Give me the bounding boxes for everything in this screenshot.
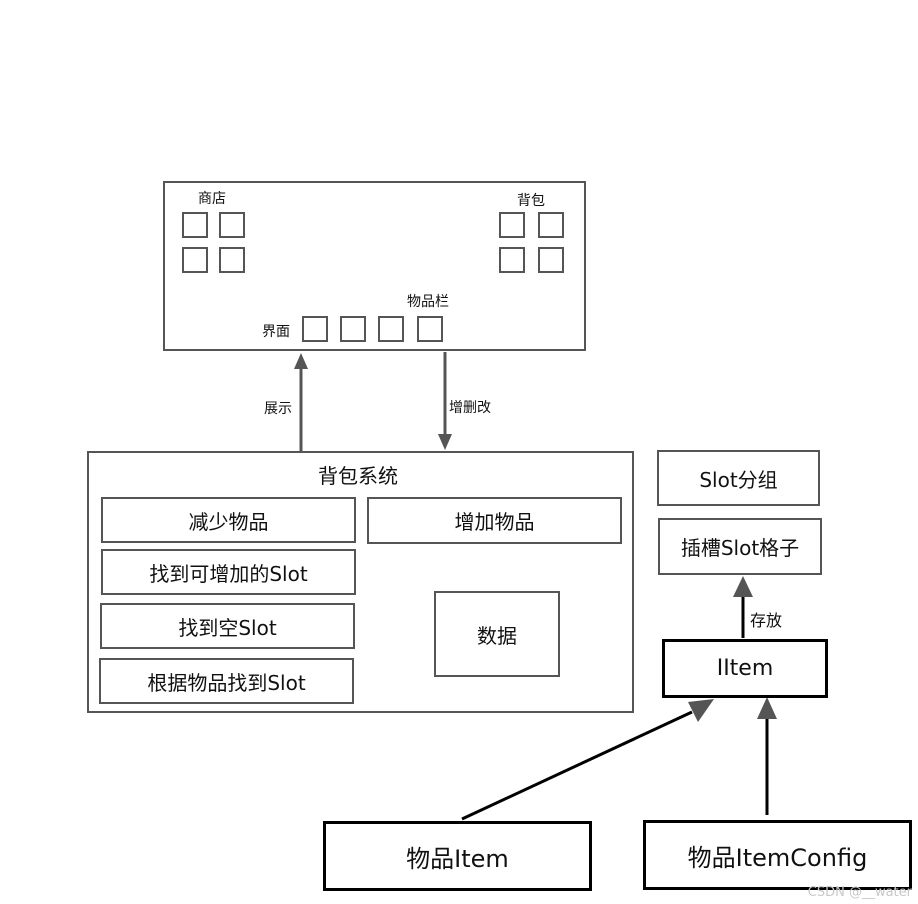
item-config-class: 物品ItemConfig — [643, 820, 912, 890]
config-to-iitem-head — [757, 697, 777, 719]
bag-slot — [538, 212, 564, 238]
method-find-slot-by-item: 根据物品找到Slot — [99, 658, 354, 704]
bag-slot — [538, 247, 564, 273]
slot-group-label: Slot分组 — [699, 467, 778, 492]
ui-label: 界面 — [262, 324, 290, 340]
bag-system-title: 背包系统 — [318, 464, 398, 488]
item-to-iitem-head — [688, 699, 714, 722]
shop-slot — [182, 247, 208, 273]
method-reduce-item: 减少物品 — [101, 497, 356, 543]
store-label: 存放 — [750, 611, 783, 630]
method-label: 找到空Slot — [178, 615, 277, 640]
display-label: 展示 — [264, 401, 292, 417]
method-label: 根据物品找到Slot — [147, 670, 306, 695]
shop-slot — [182, 212, 208, 238]
method-find-empty-slot: 找到空Slot — [100, 603, 355, 649]
shop-slot — [219, 247, 245, 273]
shop-slot — [219, 212, 245, 238]
method-label: 找到可增加的Slot — [149, 561, 308, 586]
method-find-addable-slot: 找到可增加的Slot — [101, 549, 356, 595]
crud-label: 增删改 — [449, 400, 491, 416]
method-label: 增加物品 — [454, 510, 535, 534]
itembar-slot — [378, 316, 404, 342]
crud-arrow-head — [438, 434, 452, 450]
item-label: 物品Item — [406, 844, 509, 873]
data-label: 数据 — [477, 623, 517, 648]
display-arrow-head — [294, 353, 308, 369]
slot-group: Slot分组 — [657, 450, 820, 506]
item-to-iitem-line — [461, 710, 693, 821]
store-arrow-head — [733, 576, 753, 597]
shop-label: 商店 — [198, 191, 226, 207]
itembar-slot — [302, 316, 328, 342]
bag-slot — [499, 247, 525, 273]
method-label: 减少物品 — [188, 509, 269, 534]
watermark: CSDN @__water — [807, 885, 912, 900]
slot-cell: 插槽Slot格子 — [658, 518, 822, 575]
iitem-label: IItem — [716, 656, 774, 681]
item-config-label: 物品ItemConfig — [687, 843, 868, 872]
bag-label: 背包 — [517, 193, 545, 209]
item-class: 物品Item — [323, 821, 592, 891]
itembar-slot — [340, 316, 366, 342]
method-add-item: 增加物品 — [367, 497, 622, 544]
itembar-slot — [417, 316, 443, 342]
itembar-label: 物品栏 — [407, 294, 449, 310]
iitem-interface: IItem — [662, 639, 828, 698]
slot-cell-label: 插槽Slot格子 — [680, 536, 800, 560]
data-box: 数据 — [434, 591, 560, 677]
bag-slot — [499, 212, 525, 238]
